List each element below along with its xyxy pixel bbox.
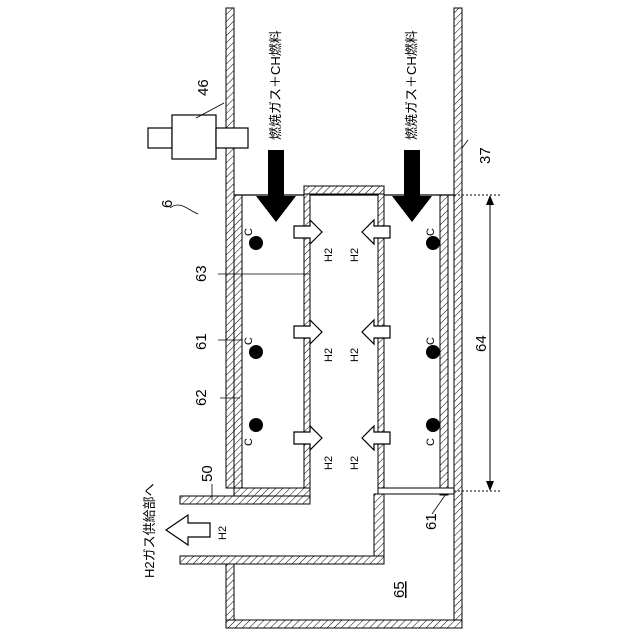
reformer-body-62 <box>234 195 454 495</box>
h2-outlet-arrow <box>166 515 210 545</box>
fuel-arrow-right <box>392 150 432 222</box>
c-label: C <box>243 228 255 236</box>
c-label: C <box>243 438 255 446</box>
fuel-label-right: 燃焼ガス＋CH燃料 <box>404 30 419 140</box>
h2-label: H2 <box>323 456 335 470</box>
c-label: C <box>425 438 437 446</box>
label-50: 50 <box>199 465 216 482</box>
catalyst-dot <box>249 418 263 432</box>
c-label: C <box>425 228 437 236</box>
fuel-label-left: 燃焼ガス＋CH燃料 <box>268 30 283 140</box>
leader-lines <box>170 103 468 514</box>
outer-duct-37 <box>226 8 462 628</box>
h2-supply-label: H2ガス供給部へ <box>142 483 157 578</box>
label-46: 46 <box>195 79 212 96</box>
h2-label: H2 <box>349 348 361 362</box>
label-63: 63 <box>193 265 210 282</box>
label-65: 65 <box>391 581 408 598</box>
fuel-arrow-left <box>256 150 296 222</box>
h2-label: H2 <box>323 248 335 262</box>
catalyst-labels: C C C C C C <box>243 228 437 446</box>
c-label: C <box>243 337 255 345</box>
label-37: 37 <box>477 147 494 164</box>
catalyst-dot <box>426 345 440 359</box>
catalyst-dot <box>249 345 263 359</box>
h2-label: H2 <box>323 348 335 362</box>
catalyst-dot <box>426 418 440 432</box>
h2-label: H2 <box>349 248 361 262</box>
c-label: C <box>425 337 437 345</box>
catalyst-dot <box>249 236 263 250</box>
label-61-left: 61 <box>193 333 210 350</box>
h2-label: H2 <box>349 456 361 470</box>
catalyst-dots <box>249 236 440 432</box>
label-62: 62 <box>193 389 210 406</box>
catalyst-dot <box>426 236 440 250</box>
label-61-bottom: 61 <box>423 513 440 530</box>
label-64: 64 <box>473 335 490 352</box>
h2-label: H2 <box>217 526 229 540</box>
label-6: 6 <box>159 200 176 208</box>
